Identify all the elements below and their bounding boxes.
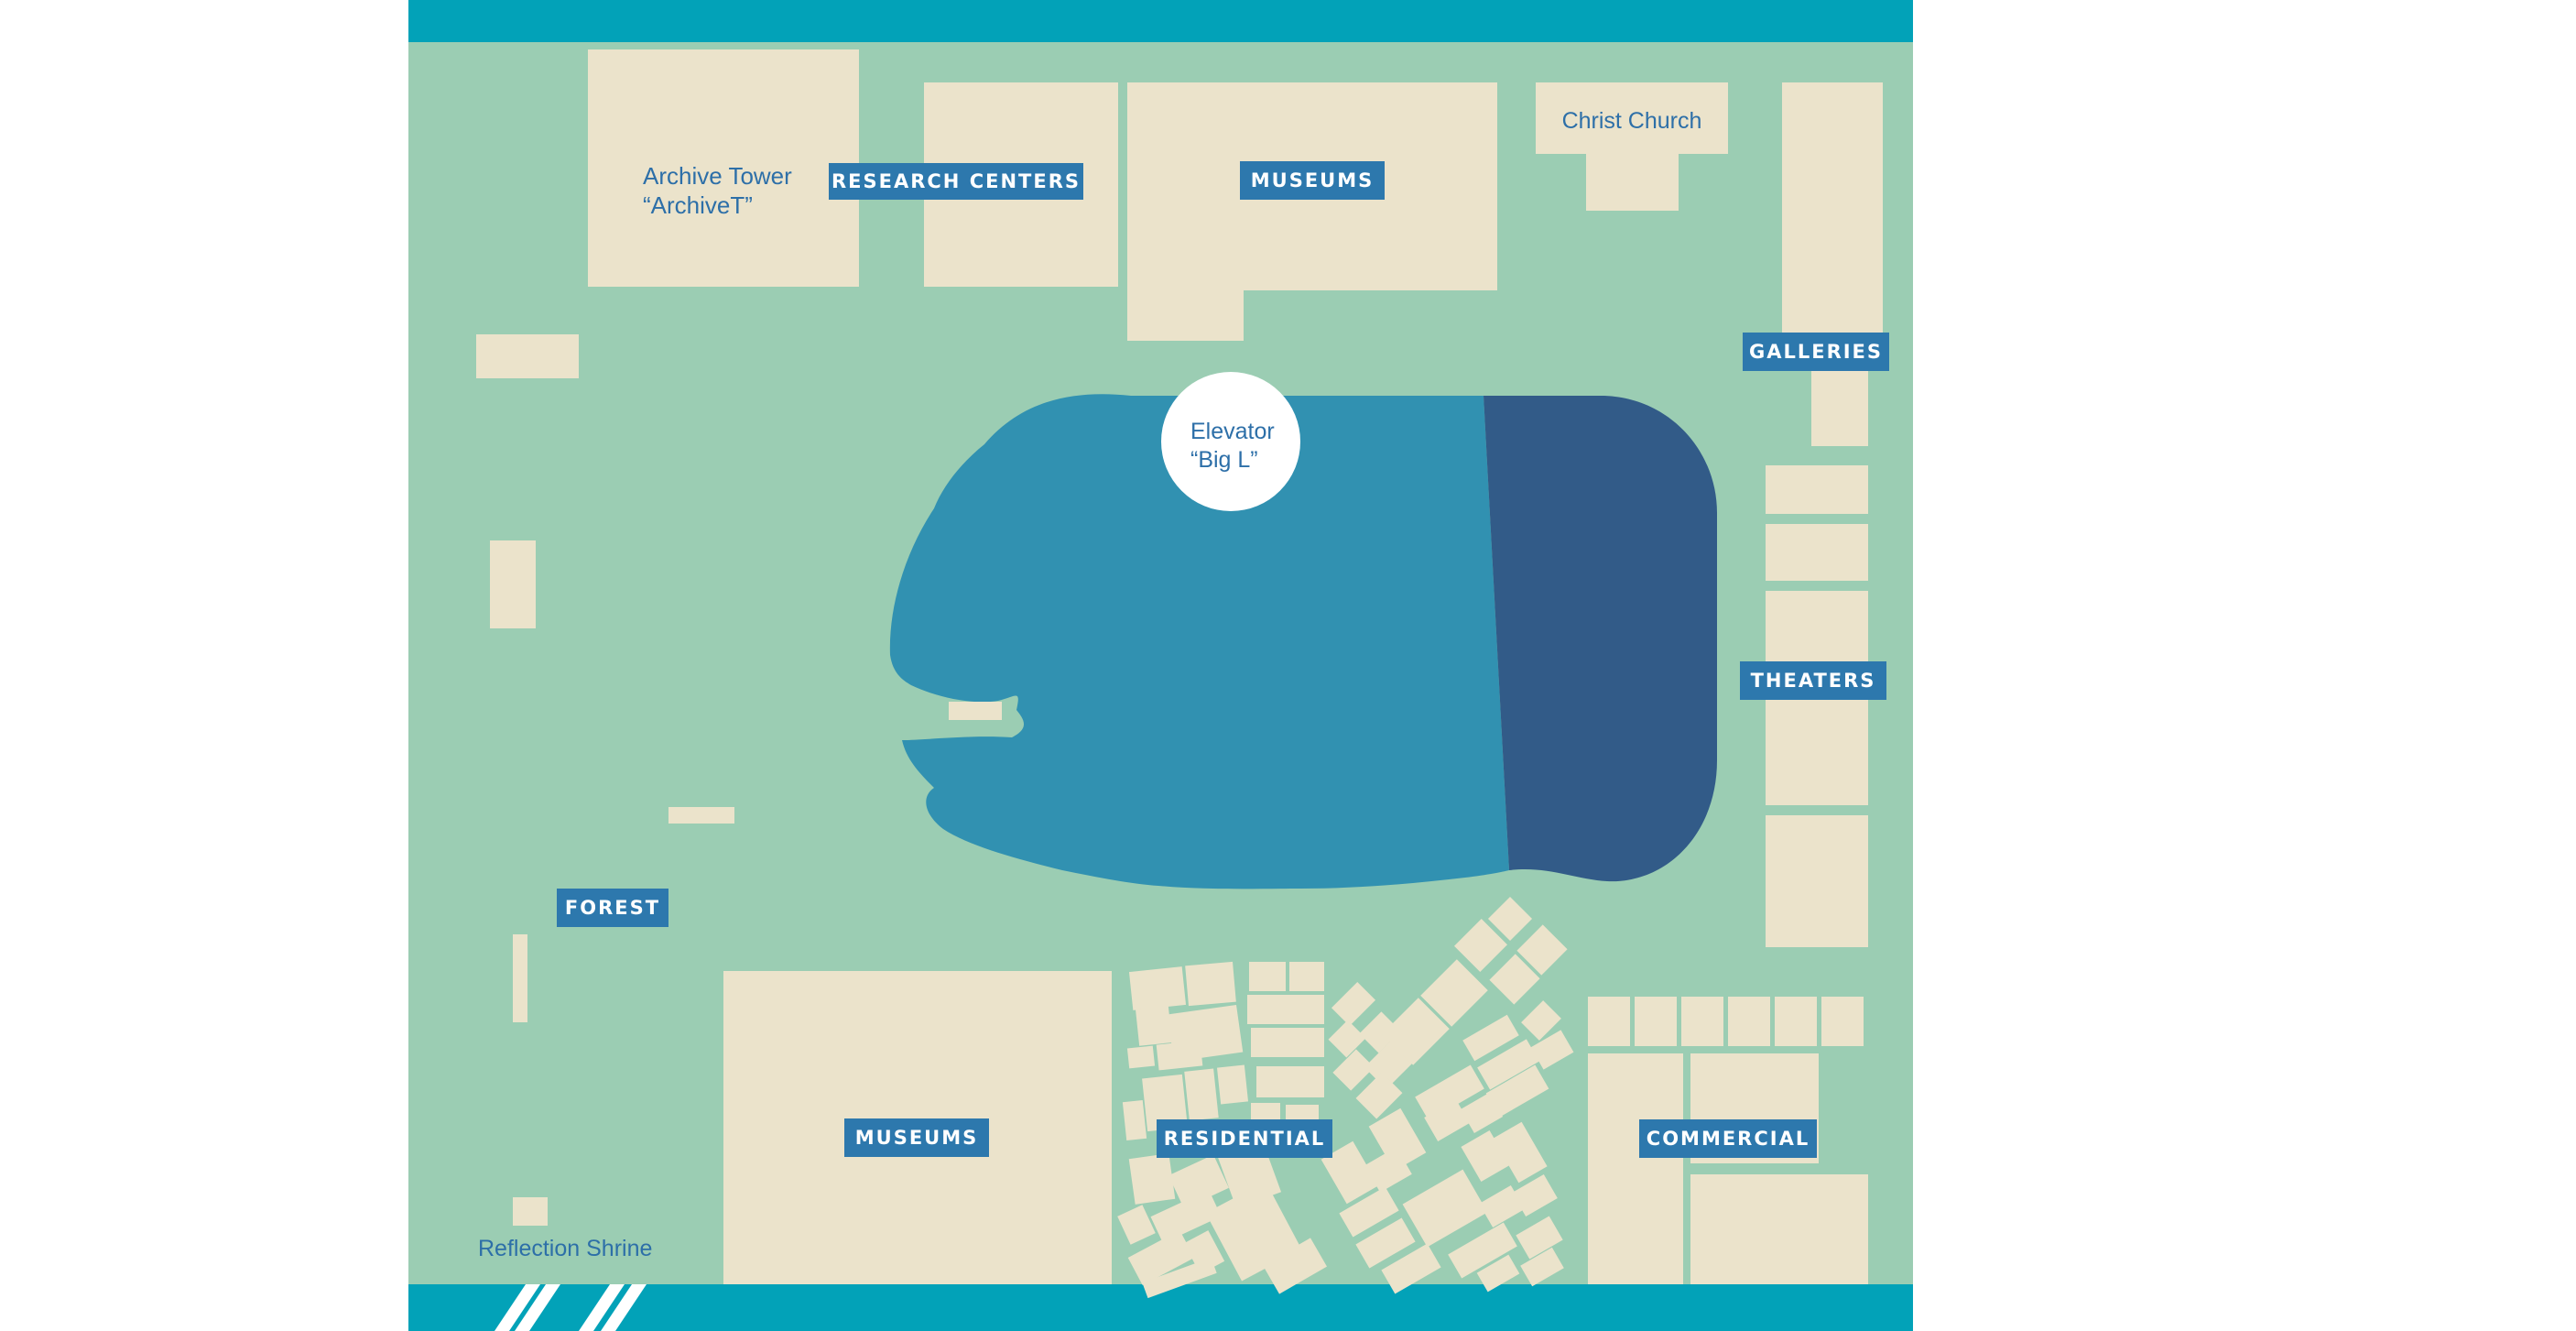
christ-church-label: Christ Church: [1562, 108, 1702, 134]
buildings-west: [476, 334, 734, 1226]
district-label-text: COMMERCIAL: [1647, 1128, 1810, 1150]
theater-building-1[interactable]: [1766, 465, 1868, 514]
commercial-small-4[interactable]: [1728, 997, 1770, 1046]
west-building-1[interactable]: [476, 334, 579, 378]
district-label-text: RESEARCH CENTERS: [831, 170, 1081, 192]
district-label-text: RESIDENTIAL: [1164, 1128, 1326, 1150]
elevator-name: Elevator: [1190, 419, 1275, 444]
elevator-big-l[interactable]: Elevator “Big L”: [1161, 372, 1300, 511]
district-label-text: GALLERIES: [1749, 341, 1883, 363]
district-label-text: FOREST: [565, 897, 660, 919]
theater-building-2[interactable]: [1766, 524, 1868, 581]
district-label-museums-north[interactable]: MUSEUMS: [1240, 161, 1385, 200]
christ-church-building[interactable]: [1536, 82, 1728, 211]
museums-north-building[interactable]: [1127, 82, 1497, 341]
galleries-building-small[interactable]: [1811, 370, 1868, 446]
lake-deep-basin: [1484, 396, 1717, 882]
commercial-building-southeast[interactable]: [1690, 1174, 1868, 1284]
district-label-text: MUSEUMS: [855, 1127, 979, 1149]
archive-tower-nickname: “ArchiveT”: [643, 191, 753, 219]
district-label-commercial[interactable]: COMMERCIAL: [1639, 1119, 1817, 1158]
theater-building-4[interactable]: [1766, 815, 1868, 947]
commercial-building-west[interactable]: [1588, 1053, 1683, 1284]
district-label-text: THEATERS: [1751, 670, 1876, 692]
west-building-2[interactable]: [490, 540, 536, 628]
top-band: [408, 0, 1913, 42]
lake: [889, 394, 1509, 889]
district-label-text: MUSEUMS: [1251, 169, 1375, 191]
elevator-circle: [1161, 372, 1300, 511]
reflection-shrine-label: Reflection Shrine: [478, 1236, 652, 1261]
archive-tower-name: Archive Tower: [643, 162, 792, 190]
archive-tower-building[interactable]: [588, 49, 859, 287]
reflection-shrine-building[interactable]: [513, 1197, 548, 1226]
galleries-building-tall[interactable]: [1782, 82, 1883, 339]
district-label-forest[interactable]: FOREST: [557, 889, 668, 927]
buildings-east: [1766, 465, 1868, 947]
diagonal-blocks: [1321, 896, 1574, 1294]
commercial-small-5[interactable]: [1775, 997, 1817, 1046]
commercial-small-6[interactable]: [1821, 997, 1864, 1046]
elevator-nickname: “Big L”: [1190, 447, 1258, 473]
bottom-band-stripes: [495, 1284, 647, 1331]
residential-blocks: [1117, 961, 1327, 1299]
west-building-4[interactable]: [513, 934, 527, 1022]
district-label-residential[interactable]: RESIDENTIAL: [1157, 1119, 1332, 1158]
district-label-theaters[interactable]: THEATERS: [1740, 661, 1886, 700]
west-building-3[interactable]: [668, 807, 734, 824]
district-label-galleries[interactable]: GALLERIES: [1743, 333, 1889, 371]
district-label-research-centers[interactable]: RESEARCH CENTERS: [829, 163, 1083, 200]
commercial-small-2[interactable]: [1635, 997, 1677, 1046]
district-label-museums-south[interactable]: MUSEUMS: [844, 1118, 989, 1157]
commercial-small-1[interactable]: [1588, 997, 1630, 1046]
commercial-small-3[interactable]: [1681, 997, 1723, 1046]
lake-pier[interactable]: [949, 702, 1002, 720]
